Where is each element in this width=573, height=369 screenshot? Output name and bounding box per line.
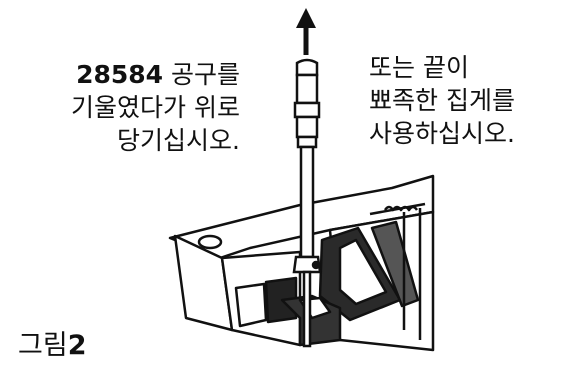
right-instruction-line1: 또는 끝이 <box>369 53 469 82</box>
pin-tool <box>292 58 322 348</box>
right-instruction-line2: 뾰족한 집게를 <box>369 86 515 115</box>
right-instruction-line3: 사용하십시오. <box>369 119 515 148</box>
left-line1-text: 공구를 <box>163 60 240 89</box>
left-instruction-line3: 당기십시오. <box>117 126 240 155</box>
figure-caption-prefix: 그림 <box>18 330 68 361</box>
left-instruction: 28584 공구를 기울였다가 위로 당기십시오. <box>71 58 240 157</box>
right-instruction: 또는 끝이 뾰족한 집게를 사용하십시오. <box>369 51 515 150</box>
left-instruction-line1: 28584 공구를 <box>71 58 240 91</box>
figure-caption: 그림2 <box>18 330 86 362</box>
tool-number: 28584 <box>76 60 164 89</box>
figure-caption-number: 2 <box>67 330 87 361</box>
left-instruction-line2: 기울였다가 위로 <box>71 93 240 122</box>
up-arrow-icon <box>296 8 316 55</box>
